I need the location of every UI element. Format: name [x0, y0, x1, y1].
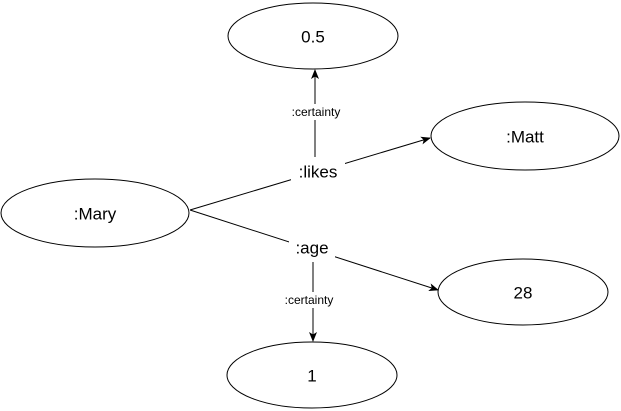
node-certainty-likes: 0.5 [227, 2, 399, 70]
edge-label-likes: :likes [299, 163, 338, 182]
edge-label-age: :age [295, 239, 328, 258]
node-matt: :Matt [430, 101, 620, 171]
edge-label-certainty-top: :certainty [292, 105, 341, 119]
node-label-age-value: 28 [514, 284, 533, 303]
node-label-matt: :Matt [506, 128, 544, 147]
node-mary: :Mary [0, 178, 190, 248]
node-label-certainty-likes: 0.5 [301, 28, 325, 47]
node-label-certainty-age: 1 [307, 367, 316, 386]
edge-labels: :likes :age :certainty :certainty [276, 104, 349, 308]
node-certainty-age: 1 [226, 341, 398, 409]
node-age-value: 28 [437, 258, 609, 326]
edge-label-certainty-bottom: :certainty [285, 293, 334, 307]
node-label-mary: :Mary [74, 205, 117, 224]
